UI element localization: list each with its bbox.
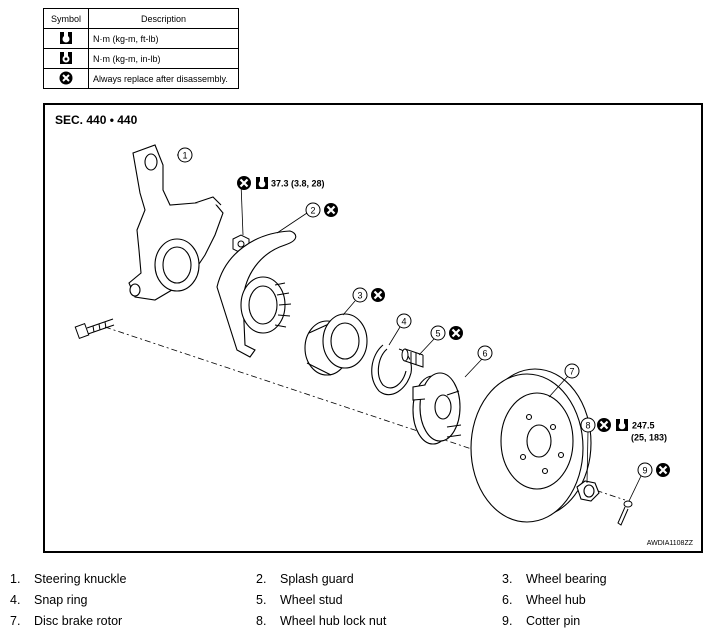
part-item: 1.Steering knuckle <box>10 572 127 586</box>
svg-text:4: 4 <box>401 317 406 327</box>
svg-text:7: 7 <box>569 367 574 377</box>
replace-x-icon <box>322 201 340 219</box>
part-item: 3.Wheel bearing <box>502 572 607 586</box>
wheel-hub-lock-nut <box>576 480 600 502</box>
replace-x-icon <box>654 461 672 479</box>
cotter-pin <box>617 500 633 526</box>
torque-wrench-icon <box>60 31 72 44</box>
callout-3: 3 <box>352 286 387 304</box>
replace-x-icon <box>369 286 387 304</box>
svg-text:9: 9 <box>642 466 647 476</box>
knuckle-bolt <box>74 318 115 339</box>
torque-wrench-small-icon <box>60 51 72 64</box>
callout-8: 8 247.5 (25, 183) <box>580 416 667 443</box>
callout-4: 4 <box>396 313 412 329</box>
legend-desc-2: N·m (kg-m, in-lb) <box>88 48 239 69</box>
part-item: 8.Wheel hub lock nut <box>256 614 387 628</box>
torque-wrench-icon <box>616 419 628 431</box>
legend-desc-3: Always replace after disassembly. <box>88 68 239 89</box>
part-item: 5.Wheel stud <box>256 593 343 607</box>
exploded-diagram-frame: SEC. 440 • 440 AWDIA1108ZZ <box>43 103 703 553</box>
wheel-hub <box>412 372 462 445</box>
section-label: SEC. 440 • 440 <box>55 113 138 127</box>
legend-header-description: Description <box>88 8 239 29</box>
steering-knuckle <box>128 144 224 301</box>
snap-ring <box>371 344 412 396</box>
splash-guard <box>216 230 297 358</box>
wheel-stud <box>401 348 424 368</box>
part-item: 2.Splash guard <box>256 572 354 586</box>
parts-row: 7.Disc brake rotor 8.Wheel hub lock nut … <box>10 614 710 632</box>
part-item: 9.Cotter pin <box>502 614 581 628</box>
callout-1: 1 <box>177 147 193 163</box>
svg-text:2: 2 <box>310 206 315 216</box>
callout-5: 5 <box>430 324 465 342</box>
svg-text:3: 3 <box>357 291 362 301</box>
wheel-bearing <box>304 313 368 376</box>
svg-text:6: 6 <box>482 349 487 359</box>
part-item: 7.Disc brake rotor <box>10 614 123 628</box>
svg-text:247.5: 247.5 <box>632 421 655 431</box>
callout-6: 6 <box>477 345 493 361</box>
exploded-view-drawing: 1 37.3 (3.8, 28) 2 3 4 5 <box>74 144 672 526</box>
replace-x-icon <box>235 174 253 192</box>
parts-row: 1.Steering knuckle 2.Splash guard 3.Whee… <box>10 572 710 590</box>
callout-2: 2 <box>305 201 340 219</box>
replace-x-icon <box>447 324 465 342</box>
svg-text:37.3 (3.8, 28): 37.3 (3.8, 28) <box>271 179 325 189</box>
figure-code: AWDIA1108ZZ <box>646 540 693 547</box>
replace-x-icon <box>595 416 613 434</box>
symbol-legend-table: Symbol Description N·m (kg-m, ft-lb) N·m… <box>43 8 239 89</box>
replace-x-icon <box>59 71 73 84</box>
callout-9: 9 <box>637 461 672 479</box>
leader-lines <box>177 154 642 502</box>
svg-text:1: 1 <box>182 151 187 161</box>
svg-text:5: 5 <box>435 329 440 339</box>
part-item: 4.Snap ring <box>10 593 88 607</box>
part-item: 6.Wheel hub <box>502 593 586 607</box>
svg-text:8: 8 <box>585 421 590 431</box>
disc-brake-rotor <box>470 368 592 523</box>
svg-text:(25, 183): (25, 183) <box>631 433 667 443</box>
callout-7: 7 <box>564 363 580 379</box>
legend-header-symbol: Symbol <box>43 8 89 29</box>
parts-row: 4.Snap ring 5.Wheel stud 6.Wheel hub <box>10 593 710 611</box>
torque-wrench-icon <box>256 177 268 189</box>
torque-annotation-1: 37.3 (3.8, 28) <box>235 174 325 192</box>
legend-desc-1: N·m (kg-m, ft-lb) <box>88 28 239 49</box>
